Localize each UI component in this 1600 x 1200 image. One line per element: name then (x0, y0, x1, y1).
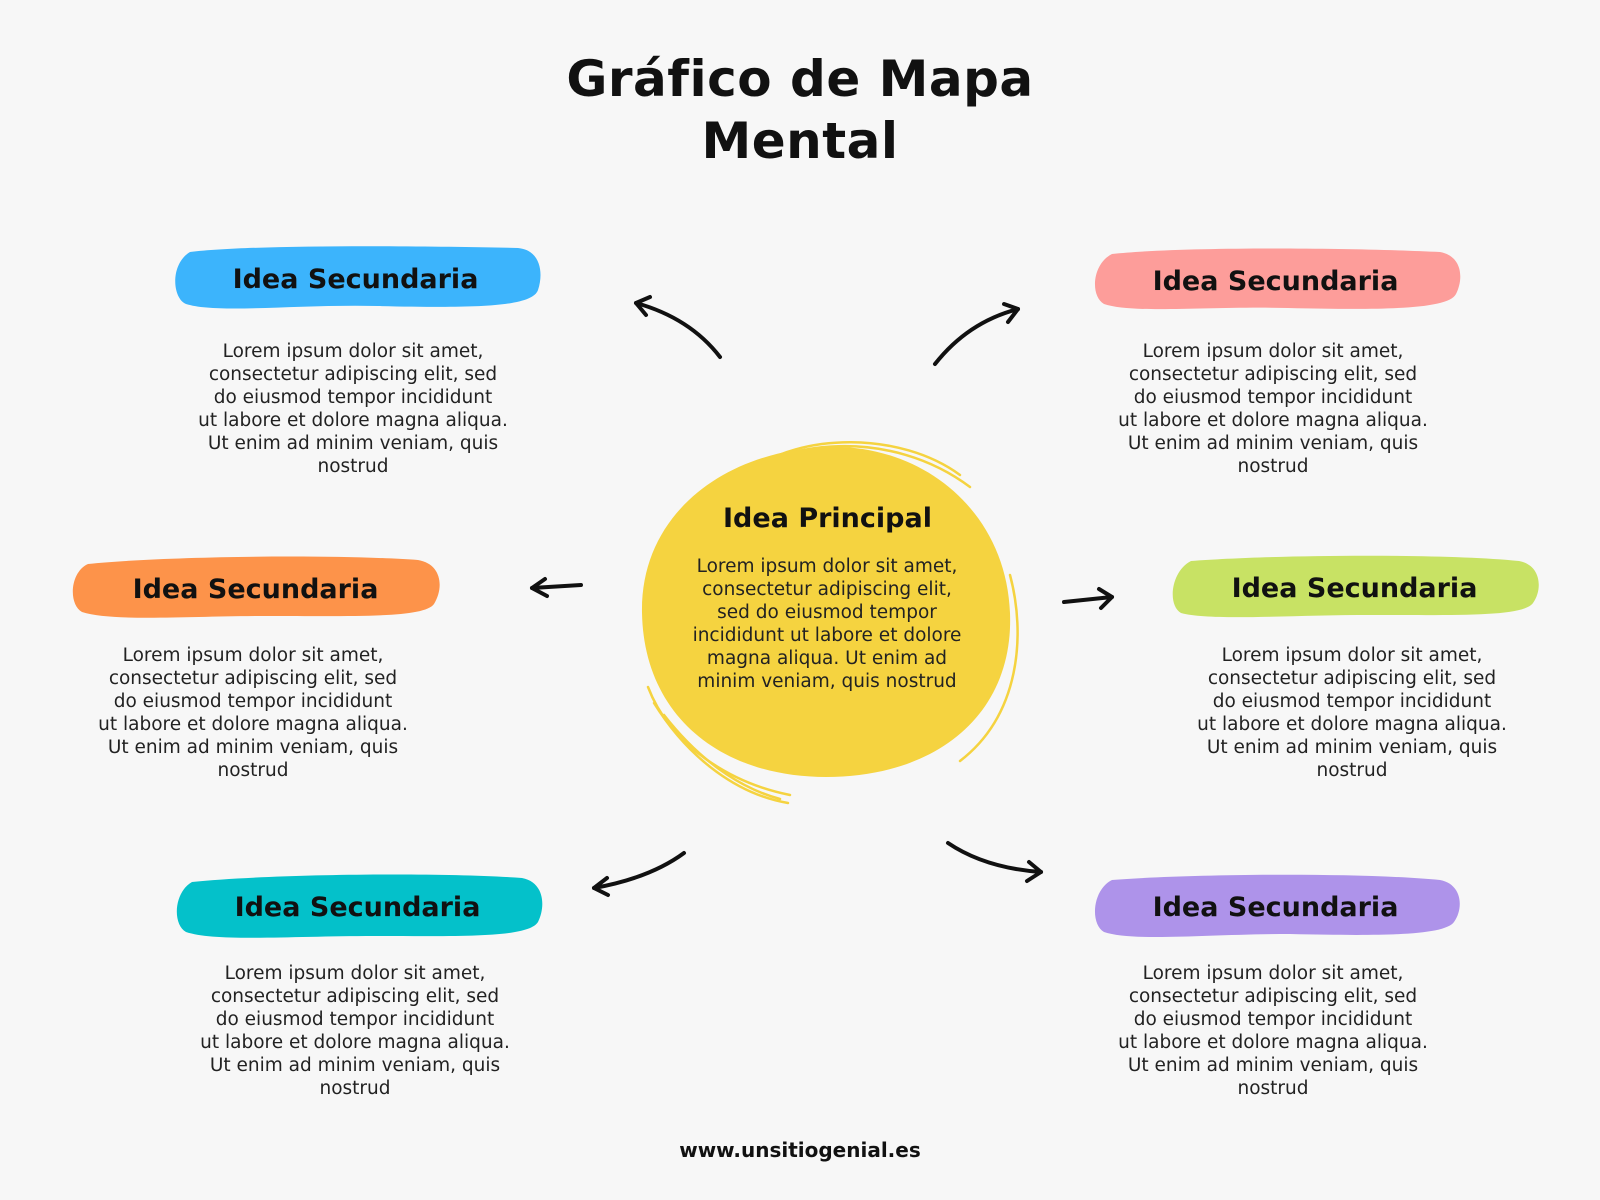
text-line: do eiusmod tempor incididunt (213, 387, 493, 408)
text-line: nostrud (217, 760, 289, 781)
title-line-2: Mental (701, 112, 899, 170)
text-line: do eiusmod tempor incididunt (1133, 387, 1413, 408)
secondary-node-label: Idea Secundaria (1152, 892, 1399, 923)
central-text-line: sed do eiusmod tempor (717, 602, 937, 623)
page-title: Gráfico de Mapa Mental (0, 48, 1600, 172)
arrow-to-bottom-left (592, 851, 686, 897)
text-line: Ut enim ad minim veniam, quis (107, 737, 399, 758)
arrow-to-top-right (933, 302, 1020, 366)
text-line: consectetur adipiscing elit, sed (210, 986, 500, 1007)
central-node: Idea Principal Lorem ipsum dolor sit ame… (630, 425, 1025, 805)
text-line: nostrud (1237, 456, 1309, 477)
secondary-node-mid-left-label: Idea Secundaria (68, 552, 443, 627)
text-line: nostrud (1316, 760, 1388, 781)
text-line: consectetur adipiscing elit, sed (108, 668, 398, 689)
secondary-node-label: Idea Secundaria (1152, 266, 1399, 297)
central-title: Idea Principal (723, 503, 932, 534)
text-line: ut labore et dolore magna aliqua. (198, 410, 508, 431)
secondary-node-bottom-right-label: Idea Secundaria (1088, 870, 1463, 945)
text-line: nostrud (319, 1078, 391, 1099)
text-line: Ut enim ad minim veniam, quis (1206, 737, 1498, 758)
central-text-line: incididunt ut labore et dolore (692, 625, 962, 646)
brush-stroke-lavender (1094, 874, 1460, 938)
text-line: Lorem ipsum dolor sit amet, (1221, 645, 1483, 666)
text-line: Lorem ipsum dolor sit amet, (224, 963, 486, 984)
text-line: Lorem ipsum dolor sit amet, (1142, 341, 1404, 362)
brush-stroke-pink (1094, 248, 1461, 310)
footer-url: www.unsitiogenial.es (679, 1138, 921, 1162)
secondary-node-mid-left-text: Lorem ipsum dolor sit amet, consectetur … (73, 644, 433, 782)
arrow-to-mid-left (530, 577, 583, 598)
text-line: Ut enim ad minim veniam, quis (209, 1055, 501, 1076)
secondary-node-label: Idea Secundaria (1231, 573, 1478, 604)
text-line: Ut enim ad minim veniam, quis (1127, 1055, 1419, 1076)
secondary-node-top-left-text: Lorem ipsum dolor sit amet, consectetur … (173, 340, 533, 478)
central-text-line: consectetur adipiscing elit, (702, 579, 952, 600)
text-line: Lorem ipsum dolor sit amet, (122, 645, 384, 666)
brush-stroke-orange (72, 556, 440, 618)
text-line: consectetur adipiscing elit, sed (1128, 986, 1418, 1007)
central-scribble-circle (641, 441, 1019, 805)
text-line: Ut enim ad minim veniam, quis (207, 433, 499, 454)
secondary-node-bottom-left-text: Lorem ipsum dolor sit amet, consectetur … (175, 962, 535, 1100)
text-line: ut labore et dolore magna aliqua. (1118, 410, 1428, 431)
secondary-node-top-left-label: Idea Secundaria (168, 242, 543, 317)
secondary-node-top-right-label: Idea Secundaria (1088, 244, 1463, 319)
arrow-to-bottom-right (946, 841, 1043, 883)
secondary-node-label: Idea Secundaria (234, 892, 481, 923)
brush-stroke-blue (175, 246, 541, 309)
secondary-node-label: Idea Secundaria (132, 574, 379, 605)
secondary-node-top-right-text: Lorem ipsum dolor sit amet, consectetur … (1093, 340, 1453, 478)
text-line: Lorem ipsum dolor sit amet, (1142, 963, 1404, 984)
secondary-node-bottom-right-text: Lorem ipsum dolor sit amet, consectetur … (1093, 962, 1453, 1100)
text-line: consectetur adipiscing elit, sed (1128, 364, 1418, 385)
text-line: nostrud (1237, 1078, 1309, 1099)
central-text-line: Lorem ipsum dolor sit amet, (696, 556, 958, 577)
arrow-to-mid-right (1062, 587, 1114, 610)
secondary-node-mid-right-text: Lorem ipsum dolor sit amet, consectetur … (1172, 644, 1532, 782)
text-line: consectetur adipiscing elit, sed (208, 364, 498, 385)
text-line: Lorem ipsum dolor sit amet, (222, 341, 484, 362)
text-line: ut labore et dolore magna aliqua. (98, 714, 408, 735)
secondary-node-mid-right-label: Idea Secundaria (1167, 551, 1542, 626)
text-line: Ut enim ad minim veniam, quis (1127, 433, 1419, 454)
text-line: ut labore et dolore magna aliqua. (1118, 1032, 1428, 1053)
secondary-node-label: Idea Secundaria (232, 264, 479, 295)
secondary-node-bottom-left-label: Idea Secundaria (170, 870, 545, 945)
central-text: Lorem ipsum dolor sit amet, consectetur … (652, 555, 1002, 693)
text-line: do eiusmod tempor incididunt (1133, 1009, 1413, 1030)
text-line: do eiusmod tempor incididunt (113, 691, 393, 712)
title-line-1: Gráfico de Mapa (566, 50, 1034, 108)
text-line: ut labore et dolore magna aliqua. (1197, 714, 1507, 735)
brush-stroke-teal (176, 874, 543, 938)
arrow-to-top-left (634, 295, 722, 359)
brush-stroke-lime (1172, 555, 1539, 618)
central-text-line: minim veniam, quis nostrud (697, 671, 957, 692)
text-line: do eiusmod tempor incididunt (215, 1009, 495, 1030)
text-line: consectetur adipiscing elit, sed (1207, 668, 1497, 689)
text-line: ut labore et dolore magna aliqua. (200, 1032, 510, 1053)
central-text-line: magna aliqua. Ut enim ad (706, 648, 948, 669)
text-line: nostrud (317, 456, 389, 477)
text-line: do eiusmod tempor incididunt (1212, 691, 1492, 712)
